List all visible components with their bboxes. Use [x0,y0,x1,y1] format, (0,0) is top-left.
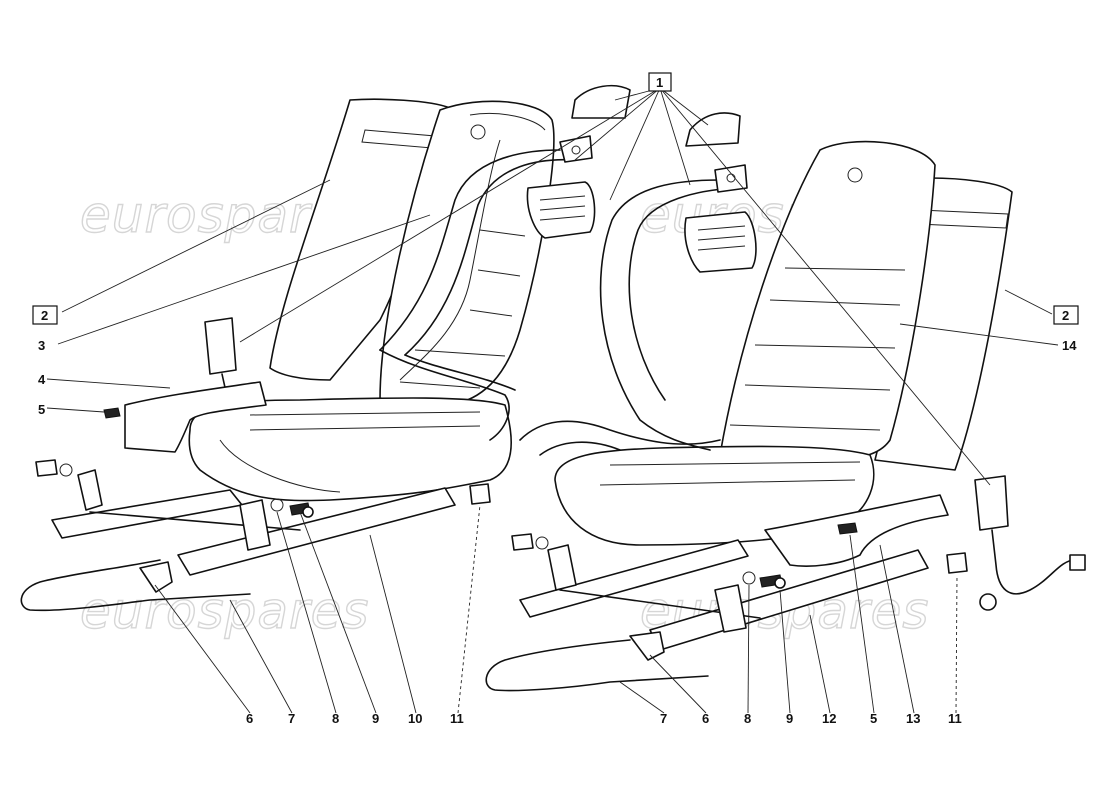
callout-7-right: 7 [660,711,667,726]
callout-5-right: 5 [870,711,877,726]
washer-icon [742,571,756,585]
right-seat-back [719,140,936,461]
callout-7-left: 7 [288,711,295,726]
callout-3: 3 [38,338,45,353]
callouts: 1 2 2 3 4 5 14 6 7 8 9 10 11 7 6 8 9 12 … [32,72,1079,726]
brand-logo-icon [470,124,486,140]
headrest-trim-left [571,84,631,119]
callout-8-right: 8 [744,711,751,726]
washer-icon [270,498,284,512]
right-release-bar [485,639,709,692]
right-release-knob [629,631,665,661]
left-seat-rail [51,489,243,539]
callout-box [648,72,672,92]
left-seat-back [379,100,555,406]
leader-lines [46,87,1059,714]
left-seat-assembly [20,98,596,612]
bolt-icon [946,552,968,574]
callout-9-right: 9 [786,711,793,726]
right-seat-belt-strap [599,179,736,451]
left-belt-retractor [526,181,596,239]
left-seat-rail-right [177,487,456,576]
callout-13: 13 [906,711,920,726]
callout-box [32,305,58,325]
screw-icon [103,407,121,419]
callout-1: 1 [656,75,663,90]
callout-4: 4 [38,372,46,387]
left-belt-buckle [204,317,237,375]
callout-box [1053,305,1079,325]
callout-5-left: 5 [38,402,45,417]
callout-9-left: 9 [372,711,379,726]
screw-icon [837,522,858,535]
callout-2-left: 2 [41,308,48,323]
callout-12: 12 [822,711,836,726]
watermark-text: eurospares [80,582,369,640]
right-belt-buckle [974,475,1009,531]
callout-11-left: 11 [450,711,464,726]
headrest-trim-right [685,112,741,147]
callout-2-right: 2 [1062,308,1069,323]
right-seat-assembly [485,84,1086,692]
right-belt-retractor [684,211,757,273]
right-seat-cushion [554,445,875,546]
callout-8-left: 8 [332,711,339,726]
left-side-cover [124,381,267,453]
brand-logo-icon [847,167,863,183]
callout-10: 10 [408,711,422,726]
bolt-icon [469,483,491,505]
callout-6-right: 6 [702,711,709,726]
right-seat-rail [519,539,749,618]
left-release-bar [20,559,251,612]
callout-14: 14 [1062,338,1077,353]
left-release-knob [139,561,173,593]
callout-11-right: 11 [948,711,962,726]
callout-6-left: 6 [246,711,253,726]
